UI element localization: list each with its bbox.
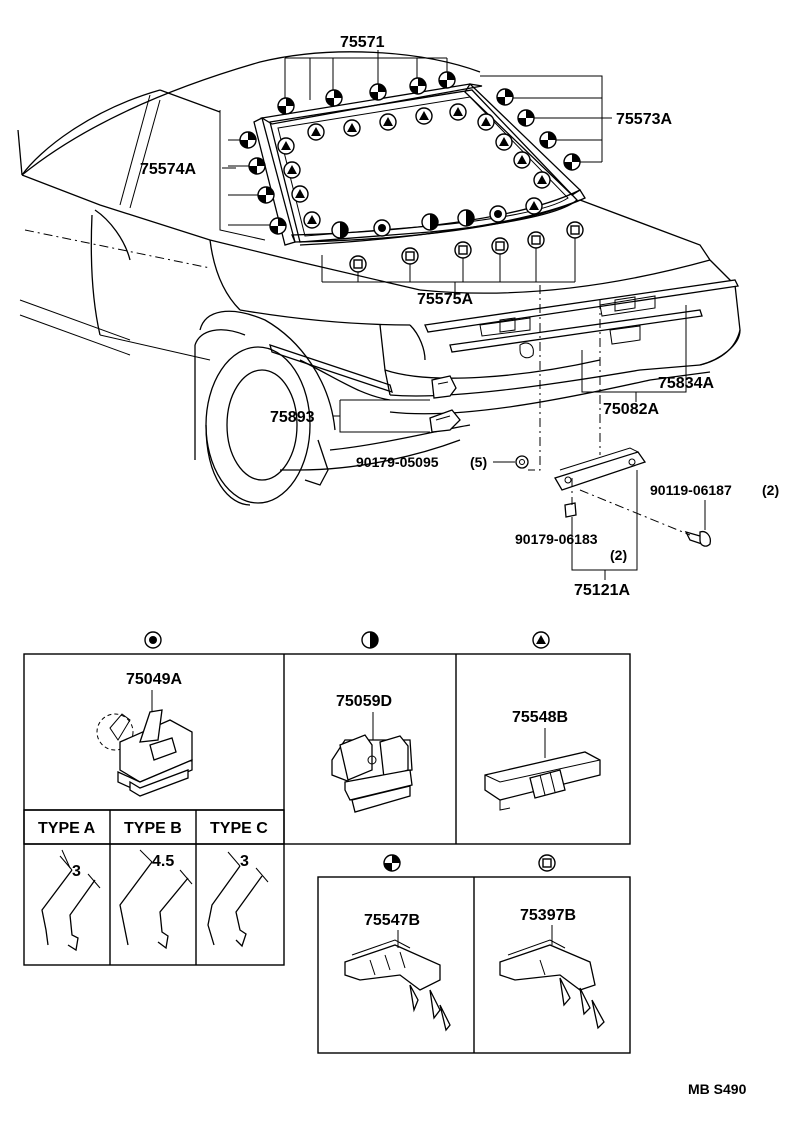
dot-circle-symbol — [373, 219, 391, 237]
right-molding-strip — [464, 82, 582, 196]
label-75834A: 75834A — [658, 375, 714, 392]
callout-lines — [222, 50, 706, 580]
panel-group-upper: 75049A 75059D 75548B TYPE A TYPE B TYPE … — [23, 631, 631, 966]
triangle-circle-symbol — [477, 113, 495, 131]
clip-75547B-drawing — [344, 939, 451, 1032]
quarter-circle-symbol — [257, 186, 275, 204]
garnish-group — [424, 279, 739, 359]
triangle-circle-symbol — [532, 631, 550, 649]
nut-90179-05095 — [515, 455, 529, 469]
triangle-circle-symbol — [379, 113, 397, 131]
half-circle-symbol — [457, 209, 475, 227]
label-90119-06187: 90119-06187 — [650, 482, 732, 498]
dim-type-b: 4.5 — [152, 853, 174, 870]
quarter-circle-symbol — [383, 854, 401, 872]
label-75082A: 75082A — [603, 401, 659, 418]
label-75571: 75571 — [340, 34, 385, 51]
nut-90179-06183 — [564, 502, 577, 518]
triangle-circle-symbol — [343, 119, 361, 137]
quarter-circle-symbol — [325, 89, 343, 107]
quarter-circle-symbol — [539, 131, 557, 149]
label-75397B: 75397B — [520, 907, 576, 924]
side-molding-strip — [253, 117, 296, 246]
square-circle-symbol — [527, 231, 545, 249]
half-circle-symbol — [361, 631, 379, 649]
quarter-circle-symbol — [438, 71, 456, 89]
triangle-circle-symbol — [525, 197, 543, 215]
panel-group-lower: 75547B 75397B — [317, 854, 631, 1054]
type-b-profile — [119, 849, 193, 950]
triangle-circle-symbol — [303, 211, 321, 229]
label-qty-2b: (2) — [610, 547, 627, 563]
clip-symbols-top — [239, 71, 584, 273]
triangle-circle-symbol — [283, 161, 301, 179]
quarter-circle-symbol — [563, 153, 581, 171]
label-75573A: 75573A — [616, 111, 672, 128]
clip-75049A-drawing — [96, 709, 193, 797]
dashed-leaders — [528, 285, 691, 536]
label-qty-2a: (2) — [762, 482, 779, 498]
label-75121A: 75121A — [574, 582, 630, 599]
bolt-90119-06187 — [684, 530, 712, 547]
triangle-circle-symbol — [277, 137, 295, 155]
clip-75397B-drawing — [499, 939, 605, 1030]
triangle-circle-symbol — [495, 133, 513, 151]
clip-75059D-drawing — [331, 734, 413, 813]
quarter-circle-symbol — [248, 157, 266, 175]
diagram-code: MB S490 — [688, 1081, 747, 1097]
label-75893: 75893 — [270, 409, 315, 426]
quarter-circle-symbol — [239, 131, 257, 149]
stay-75121A — [554, 447, 647, 518]
clip-75548B-drawing — [484, 751, 601, 811]
label-type-a: TYPE A — [38, 820, 96, 837]
dim-type-c: 3 — [240, 853, 249, 870]
quarter-circle-symbol — [277, 97, 295, 115]
label-75575A: 75575A — [417, 291, 473, 308]
half-circle-symbol — [331, 221, 349, 239]
quarter-circle-symbol — [409, 77, 427, 95]
square-circle-symbol — [454, 241, 472, 259]
quarter-circle-symbol — [369, 83, 387, 101]
clip-75893 — [429, 375, 461, 433]
upper-molding-strip — [260, 83, 483, 125]
car-body-outline — [17, 51, 741, 506]
triangle-circle-symbol — [307, 123, 325, 141]
label-qty-5: (5) — [470, 454, 487, 470]
label-90179-05095: 90179-05095 — [356, 454, 439, 470]
callout-labels: 75571 75573A 75574A 75575A 75834A 75082A… — [140, 34, 779, 599]
label-75059D: 75059D — [336, 693, 392, 710]
square-circle-symbol — [491, 237, 509, 255]
half-circle-symbol — [421, 213, 439, 231]
label-75574A: 75574A — [140, 161, 196, 178]
triangle-circle-symbol — [415, 107, 433, 125]
lower-molding — [449, 309, 703, 353]
label-75547B: 75547B — [364, 912, 420, 929]
dim-type-a: 3 — [72, 863, 81, 880]
label-type-b: TYPE B — [124, 820, 182, 837]
label-90179-06183: 90179-06183 — [515, 531, 598, 547]
triangle-circle-symbol — [291, 185, 309, 203]
triangle-circle-symbol — [533, 171, 551, 189]
square-circle-symbol — [349, 255, 367, 273]
dot-circle-symbol — [489, 205, 507, 223]
garnish-molding — [424, 279, 739, 333]
triangle-circle-symbol — [449, 103, 467, 121]
label-type-c: TYPE C — [210, 820, 268, 837]
square-circle-symbol — [538, 854, 556, 872]
dot-circle-symbol — [144, 631, 162, 649]
type-a-profile — [41, 849, 101, 952]
quarter-circle-symbol — [517, 109, 535, 127]
quarter-circle-symbol — [269, 217, 287, 235]
triangle-circle-symbol — [513, 151, 531, 169]
label-75049A: 75049A — [126, 671, 182, 688]
label-75548B: 75548B — [512, 709, 568, 726]
quarter-circle-symbol — [496, 88, 514, 106]
square-circle-symbol — [566, 221, 584, 239]
type-c-profile — [207, 851, 269, 948]
square-circle-symbol — [401, 247, 419, 265]
